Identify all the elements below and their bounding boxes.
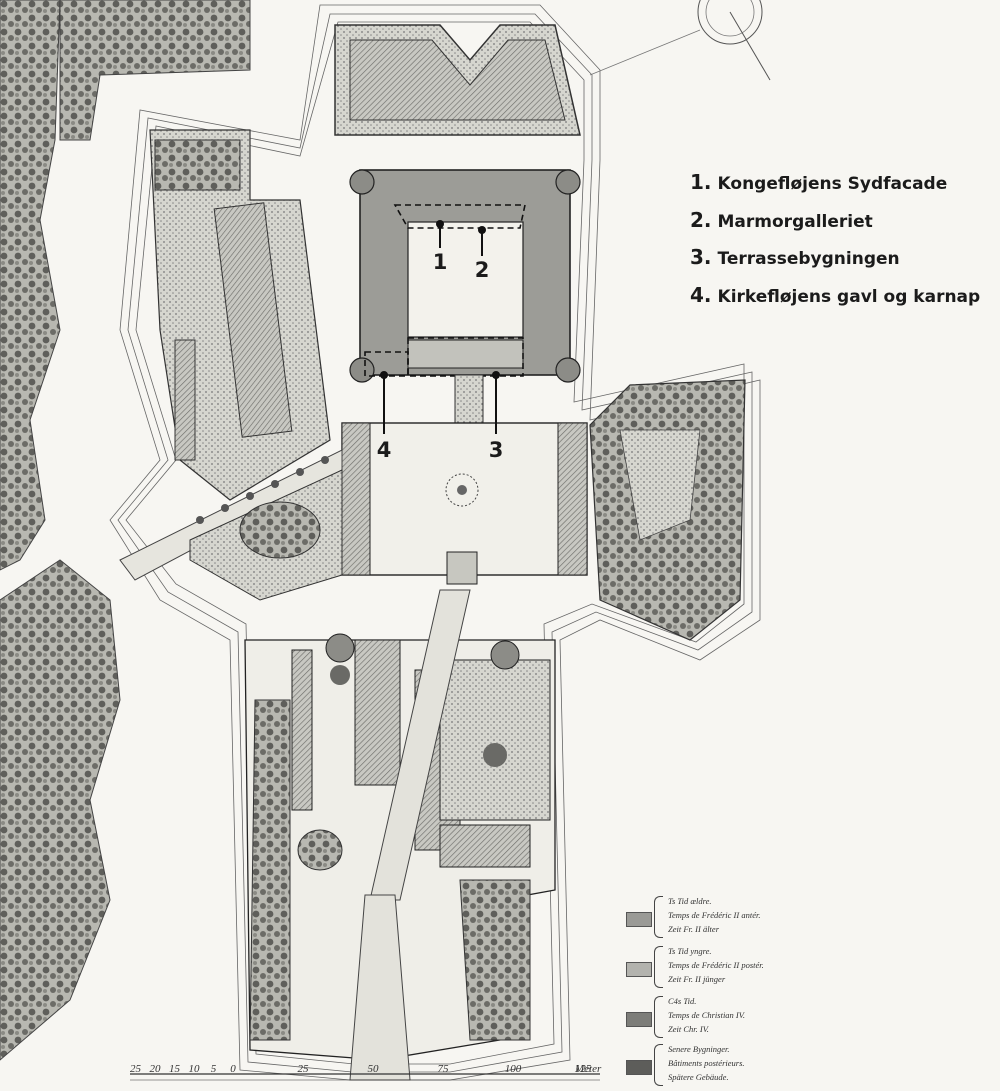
key-swatch	[626, 962, 652, 977]
legend-label: Kongefløjens Sydfacade	[717, 174, 948, 194]
main-castle	[349, 169, 581, 383]
key-line: Zeit Fr. II älter	[668, 924, 719, 934]
west-grove	[239, 501, 321, 559]
scale-bar	[130, 1073, 600, 1081]
key-line: Temps de Christian IV.	[668, 1010, 745, 1020]
inner-bridge	[454, 374, 484, 424]
marker-dot-3	[492, 371, 500, 379]
forecourt	[341, 422, 588, 585]
legend-item-2: 2. Marmorgalleriet	[690, 208, 980, 246]
legend-label: Terrassebygningen	[717, 249, 900, 269]
key-line: Spätere Gebäude.	[668, 1072, 729, 1082]
scale-tick-label: 75	[437, 1063, 449, 1075]
scale-tick-label: 0	[230, 1063, 236, 1075]
key-swatch	[626, 912, 652, 927]
marker-dot-4	[380, 371, 388, 379]
west-woodland	[0, 0, 251, 1061]
scale-tick-label: 25	[130, 1063, 141, 1075]
key-line: Senere Bygninger.	[668, 1044, 730, 1054]
marker-dot-1	[436, 220, 444, 228]
scale-tick-label: 50	[367, 1063, 379, 1075]
scale-tick-label: 15	[169, 1063, 180, 1075]
marker-dots	[380, 220, 500, 379]
marker-label-1: 1	[432, 250, 448, 274]
key-row-2: Ts Tid yngre. Temps de Frédéric II posté…	[620, 942, 785, 988]
key-brace	[654, 1044, 663, 1086]
west-island	[149, 129, 331, 501]
colour-key: Ts Tid ældre. Temps de Frédéric II antér…	[620, 890, 785, 1090]
key-swatch	[626, 1060, 652, 1075]
scale-tick-label: 100	[504, 1063, 522, 1075]
compass-rose	[589, 0, 771, 81]
key-line: Zeit Chr. IV.	[668, 1024, 709, 1034]
legend-number: 4.	[690, 282, 712, 307]
key-line: Zeit Fr. II jünger	[668, 974, 726, 984]
scale-tick-label: 5	[210, 1063, 217, 1075]
key-line: Bâtiments postérieurs.	[668, 1058, 745, 1068]
key-line: C4s Tid.	[668, 996, 697, 1006]
scale-tick-label: 10	[188, 1063, 200, 1075]
east-garden	[589, 379, 746, 641]
legend-item-1: 1. Kongefløjens Sydfacade	[690, 170, 980, 208]
moat-contours	[109, 4, 761, 1081]
scale-tick-label: 20	[149, 1063, 161, 1075]
marker-label-4: 4	[376, 438, 392, 462]
legend-item-4: 4. Kirkefløjens gavl og karnap	[690, 283, 980, 321]
key-row-3: C4s Tid. Temps de Christian IV. Zeit Chr…	[620, 992, 785, 1038]
key-line: Temps de Frédéric II antér.	[668, 910, 761, 920]
legend-label: Marmorgalleriet	[717, 211, 873, 232]
key-row-4: Senere Bygninger. Bâtiments postérieurs.…	[620, 1040, 785, 1086]
scale-tick-label: 25	[297, 1063, 309, 1075]
marker-label-3: 3	[488, 438, 504, 462]
causeway-trees	[196, 456, 329, 524]
south-garden	[244, 589, 556, 1081]
legend-item-3: 3. Terrassebygningen	[690, 245, 980, 283]
key-swatch	[626, 1012, 652, 1027]
key-line: Ts Tid ældre.	[668, 896, 712, 906]
legend-number: 1.	[690, 170, 712, 194]
legend-list: 1. Kongefløjens Sydfacade 2. Marmorgalle…	[690, 170, 980, 320]
legend-number: 2.	[690, 207, 712, 232]
key-line: Temps de Frédéric II postér.	[668, 960, 764, 970]
key-line: Ts Tid yngre.	[668, 946, 712, 956]
north-ravelin	[334, 24, 581, 136]
marker-dot-2	[478, 226, 486, 234]
legend-label: Kirkefløjens gavl og karnap	[717, 286, 981, 307]
scale-tick-label: 125	[574, 1063, 592, 1075]
marker-label-2: 2	[474, 258, 490, 282]
scale-unit: Meter	[575, 1063, 602, 1075]
key-brace	[654, 996, 663, 1038]
key-brace	[654, 896, 663, 938]
key-brace	[654, 946, 663, 988]
key-row-1: Ts Tid ældre. Temps de Frédéric II antér…	[620, 892, 785, 938]
legend-number: 3.	[690, 245, 712, 269]
